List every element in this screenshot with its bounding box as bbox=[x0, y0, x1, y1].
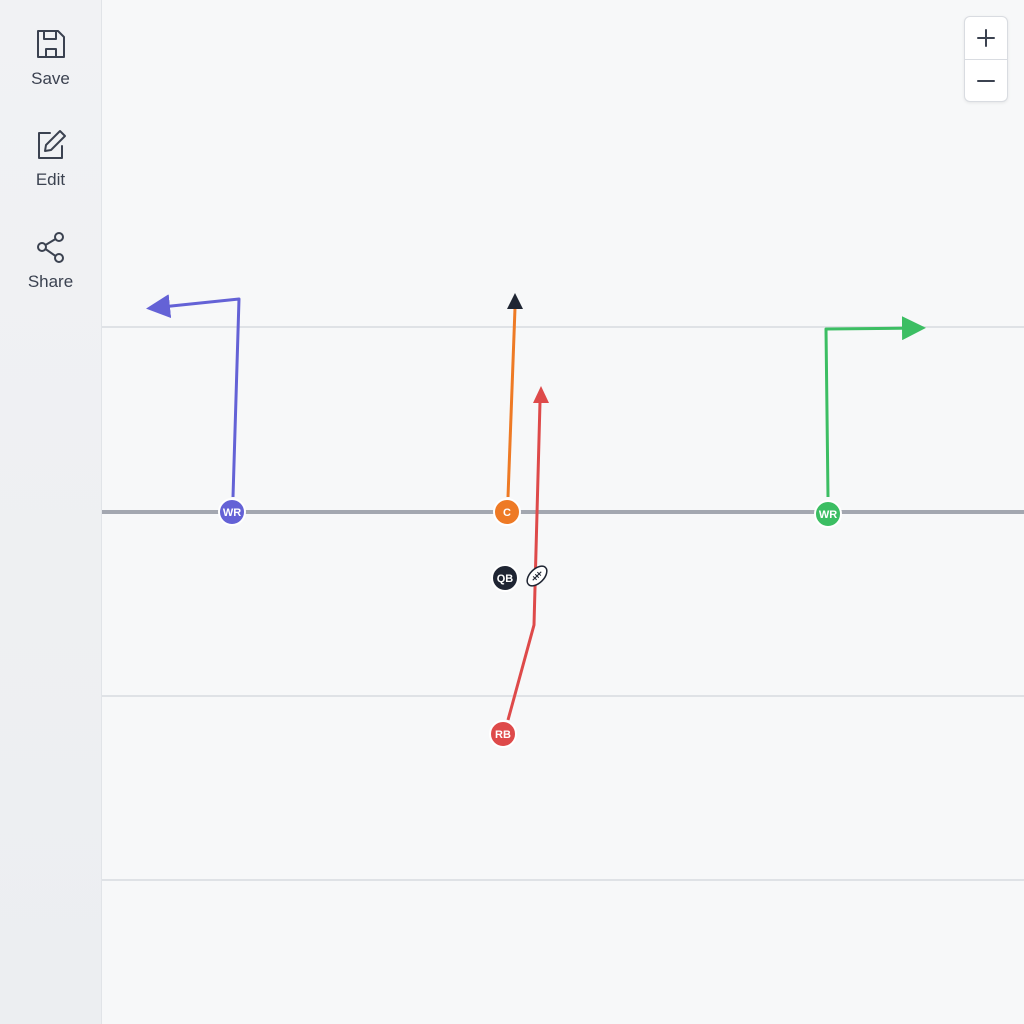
share-icon bbox=[36, 232, 64, 263]
player-rb[interactable]: RB bbox=[489, 720, 517, 748]
save-button[interactable]: Save bbox=[0, 27, 101, 117]
play-canvas[interactable]: WR C WR QB RB bbox=[102, 0, 1024, 1024]
save-label: Save bbox=[31, 69, 70, 88]
football-icon[interactable] bbox=[524, 563, 551, 590]
player-qb-label: QB bbox=[497, 573, 514, 585]
route-rb-arrowhead bbox=[533, 386, 549, 403]
player-wr-left-label: WR bbox=[223, 507, 241, 519]
player-wr-left[interactable]: WR bbox=[218, 498, 246, 526]
edit-label: Edit bbox=[35, 170, 66, 189]
edit-icon bbox=[37, 130, 66, 159]
player-rb-label: RB bbox=[495, 729, 511, 741]
player-wr-right-label: WR bbox=[819, 509, 837, 521]
play-diagram: WR C WR QB RB bbox=[102, 293, 1024, 881]
share-button[interactable]: Share bbox=[0, 230, 101, 320]
minus-icon bbox=[977, 79, 995, 82]
route-rb[interactable] bbox=[506, 401, 542, 721]
route-wr-right[interactable] bbox=[824, 316, 926, 498]
player-center[interactable]: C bbox=[493, 498, 521, 526]
toolbar-sidebar: Save Edit Share bbox=[0, 0, 102, 1024]
save-icon bbox=[36, 30, 65, 58]
zoom-in-button[interactable] bbox=[965, 17, 1007, 59]
share-label: Share bbox=[27, 272, 74, 291]
plus-icon bbox=[977, 29, 995, 47]
route-center-arrowhead bbox=[507, 293, 523, 309]
player-qb[interactable]: QB bbox=[491, 564, 519, 592]
zoom-controls bbox=[964, 16, 1008, 102]
player-wr-right[interactable]: WR bbox=[814, 500, 842, 528]
route-center[interactable] bbox=[506, 307, 517, 498]
zoom-out-button[interactable] bbox=[965, 59, 1007, 101]
route-wr-left[interactable] bbox=[146, 294, 241, 498]
edit-button[interactable]: Edit bbox=[0, 128, 101, 218]
player-center-label: C bbox=[503, 507, 511, 519]
